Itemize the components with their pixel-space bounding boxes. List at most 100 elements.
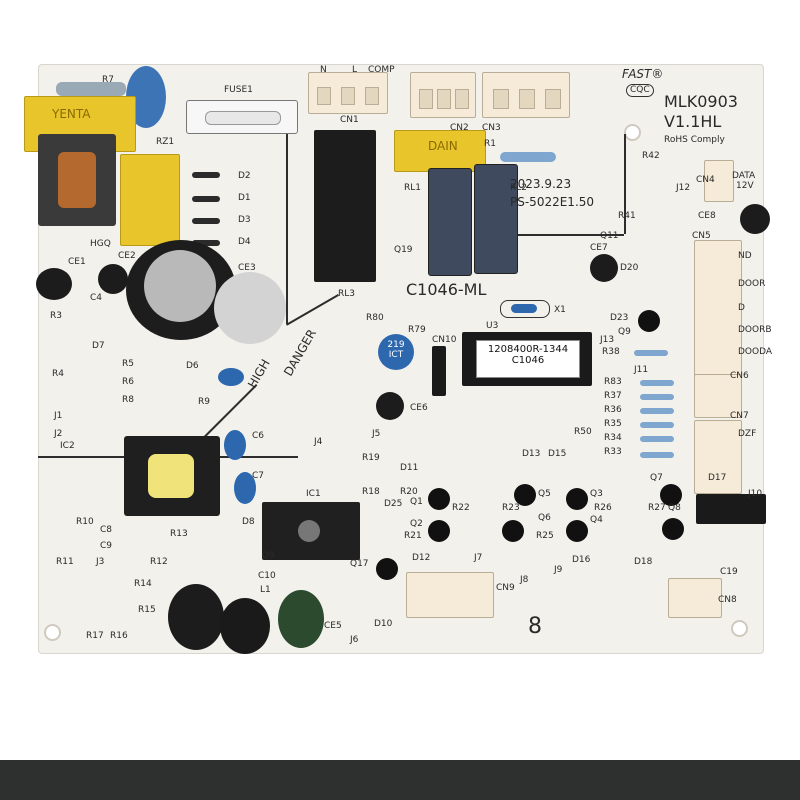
choke	[38, 134, 116, 226]
label-d16: D16	[572, 555, 591, 565]
connector-cn6	[694, 374, 742, 418]
label-j5: J5	[372, 429, 381, 439]
label-r41: R41	[618, 211, 636, 221]
label-q9: Q9	[618, 327, 631, 337]
label-r18: R18	[362, 487, 380, 497]
rohs-label: RoHS Comply	[664, 135, 725, 145]
silk-line	[286, 134, 288, 324]
capacitor-ce4b	[220, 598, 270, 654]
label-j6: J6	[350, 635, 359, 645]
label-r12: R12	[150, 557, 168, 567]
transistor-q7	[660, 484, 682, 506]
label-l1: L1	[260, 585, 271, 595]
label-danger: DANGER	[281, 326, 319, 379]
label-d6: D6	[186, 361, 199, 371]
label-r10: R10	[76, 517, 94, 527]
label-c4: C4	[90, 293, 103, 303]
capacitor-c7	[234, 472, 256, 504]
label-d11: D11	[400, 463, 419, 473]
label-q17: Q17	[350, 559, 369, 569]
label-cn1: CN1	[340, 115, 359, 125]
label-x1: X1	[554, 305, 566, 315]
label-q6: Q6	[538, 513, 551, 523]
label-r25: R25	[536, 531, 554, 541]
silk-line	[624, 134, 626, 234]
header-cn10	[432, 346, 446, 396]
label-d10: D10	[374, 619, 393, 629]
capacitor-ce8	[740, 204, 770, 234]
label-r15: R15	[138, 605, 156, 615]
label-cn10: CN10	[432, 335, 457, 345]
capacitor-ce7	[590, 254, 618, 282]
label-rl1: RL1	[404, 183, 421, 193]
model-label: MLK0903	[664, 92, 738, 111]
label-q7: Q7	[650, 473, 663, 483]
label-cn3: CN3	[482, 123, 501, 133]
label-fuse: FUSE1	[224, 85, 253, 95]
label-d9: D9	[262, 551, 275, 561]
version-label: V1.1HL	[664, 112, 722, 131]
crystal-x1	[500, 300, 550, 318]
label-j1: J1	[54, 411, 63, 421]
transistor-q9	[638, 310, 660, 332]
transistor-q4	[566, 520, 588, 542]
relay-rl2	[474, 164, 518, 274]
label-j13: J13	[600, 335, 615, 345]
label-ce7: CE7	[590, 243, 608, 253]
label-r27: R27	[648, 503, 666, 513]
varistor	[56, 82, 126, 96]
label-dain: DAIN	[428, 139, 458, 153]
mounting-hole	[731, 620, 748, 637]
transistor-q5	[514, 484, 536, 506]
diode-d1	[192, 196, 220, 202]
label-j12: J12	[676, 183, 691, 193]
label-n: N	[320, 65, 327, 75]
transistor-q1	[428, 488, 450, 510]
resistor-r35	[640, 422, 674, 428]
label-r5: R5	[122, 359, 134, 369]
circuit-board: 1208400R-1344 C1046 219 ICT FAST® CQC ML…	[24, 64, 772, 654]
ict-sticker: 219 ICT	[378, 334, 414, 370]
label-rl3: RL3	[338, 289, 355, 299]
label-rz1: RZ1	[156, 137, 175, 147]
connector-cn7	[694, 420, 742, 494]
label-rl2: RL2	[510, 183, 527, 193]
capacitor-ce1	[36, 268, 72, 300]
transistor-q2	[428, 520, 450, 542]
label-c10: C10	[258, 571, 276, 581]
connector-cn2	[410, 72, 476, 118]
label-r20: R20	[400, 487, 418, 497]
resistor-r34	[640, 436, 674, 442]
sticker-line2: C1046	[511, 355, 545, 366]
label-q1: Q1	[410, 497, 423, 507]
label-d4: D4	[238, 237, 251, 247]
label-12v: 12V	[736, 181, 754, 191]
board-name-label: C1046-ML	[406, 280, 487, 299]
part-code-label: PS-5022E1.50	[510, 195, 595, 209]
label-d12: D12	[412, 553, 431, 563]
label-r37: R37	[604, 391, 622, 401]
capacitor-ce5	[278, 590, 324, 648]
label-door: DOOR	[738, 279, 766, 289]
label-d13: D13	[522, 449, 541, 459]
label-r4: R4	[52, 369, 64, 379]
label-hgq: HGQ	[90, 239, 111, 249]
ict-line2: ICT	[388, 350, 404, 360]
label-r6: R6	[122, 377, 134, 387]
relay-rl1	[428, 168, 472, 276]
label-q8: Q8	[668, 503, 681, 513]
label-r16: R16	[110, 631, 128, 641]
label-d8: D8	[242, 517, 255, 527]
label-d20: D20	[620, 263, 639, 273]
label-j11: J11	[634, 365, 649, 375]
label-ce3: CE3	[238, 263, 256, 273]
label-cn8: CN8	[718, 595, 737, 605]
connector-cn4	[704, 160, 734, 202]
transistor-q6	[502, 520, 524, 542]
label-cn6: CN6	[730, 371, 749, 381]
sticker-line1: 1208400R-1344	[487, 344, 569, 355]
connector-cn1	[308, 72, 388, 114]
label-r7: R7	[102, 75, 114, 85]
label-j9: J9	[554, 565, 563, 575]
label-cn7: CN7	[730, 411, 749, 421]
